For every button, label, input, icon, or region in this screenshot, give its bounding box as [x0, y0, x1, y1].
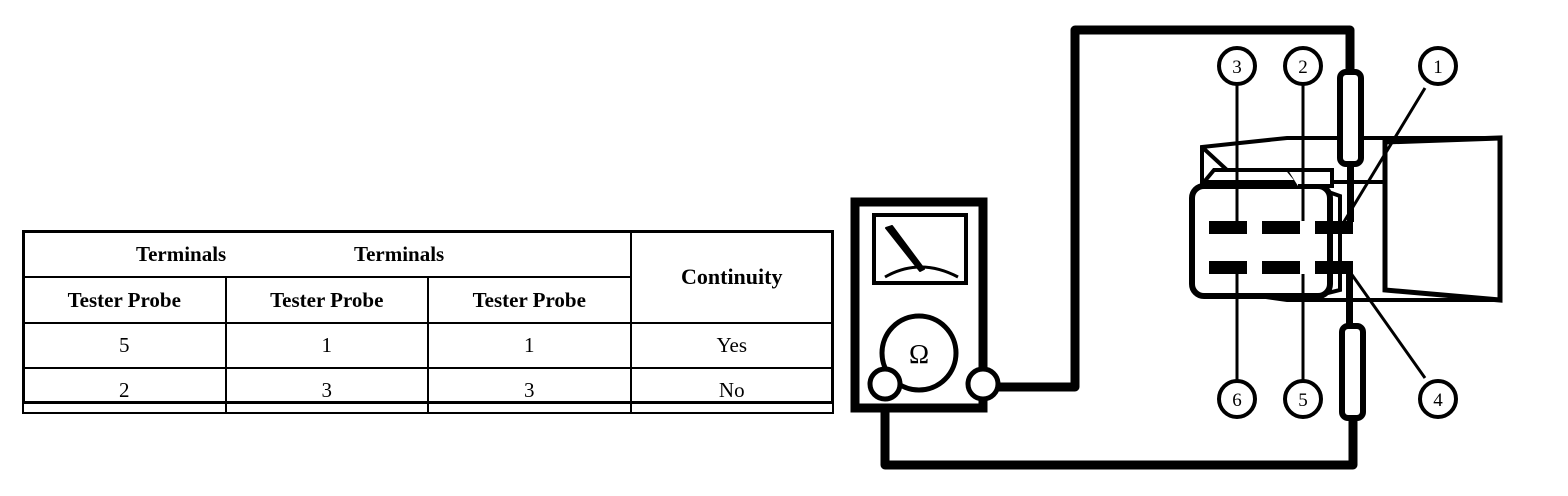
callout-4-circle[interactable] [1418, 379, 1458, 419]
lower-probe-handle [1339, 323, 1366, 421]
table-subheader-row: Tester Probe Tester Probe Tester Probe [22, 276, 833, 324]
row-1-probe-c: 3 [427, 367, 632, 414]
leader-line-4 [1348, 271, 1427, 379]
row-0-continuity: Yes [629, 322, 834, 369]
upper-test-probe [1337, 69, 1364, 222]
terminal-slot-2 [1262, 221, 1300, 234]
terminal-slot-4 [1315, 261, 1353, 274]
callout-5-label: 5 [1298, 390, 1308, 411]
terminals-group-label-1: Terminals [136, 242, 227, 266]
omega-symbol: Ω [909, 339, 929, 369]
callout-3-circle[interactable] [1217, 46, 1257, 86]
callout-2[interactable]: 2 [1283, 46, 1323, 86]
callout-2-circle[interactable] [1283, 46, 1323, 86]
terminal-slot-1 [1315, 221, 1353, 234]
upper-probe-needle [1347, 164, 1354, 222]
continuity-table: Terminals Terminals Continuity Tester Pr… [22, 230, 834, 414]
analog-multimeter: Ω [850, 197, 1001, 413]
callout-3[interactable]: 3 [1217, 46, 1257, 86]
connector-tab-wing [1288, 168, 1334, 188]
callout-2-label: 2 [1298, 57, 1308, 78]
callout-6-label: 6 [1232, 390, 1242, 411]
callout-3-label: 3 [1232, 57, 1242, 78]
terminals-group-label-2: Terminals [354, 242, 445, 266]
row-1-probe-b: 3 [224, 367, 429, 414]
callout-1-label: 1 [1433, 57, 1443, 78]
row-0-probe-b: 1 [224, 322, 429, 369]
callout-6-circle[interactable] [1217, 379, 1257, 419]
continuity-header-cell: Continuity [629, 230, 834, 324]
row-0-probe-c: 1 [427, 322, 632, 369]
row-1-probe-a: 2 [22, 367, 227, 414]
column-header-probe-a: Tester Probe [22, 276, 227, 324]
terminal-slot-3 [1209, 221, 1247, 234]
ohm-dial[interactable] [879, 313, 959, 393]
connector-side-face [1382, 135, 1503, 303]
negative-jack[interactable] [867, 366, 903, 402]
row-1-continuity: No [629, 367, 834, 414]
callout-1[interactable]: 1 [1418, 46, 1458, 86]
table-row: 2 3 3 No [22, 367, 834, 414]
column-header-probe-c: Tester Probe [427, 276, 632, 324]
terminal-slot-5 [1262, 261, 1300, 274]
meter-needle [885, 225, 925, 272]
row-0-probe-a: 5 [22, 322, 227, 369]
terminal-slot-6 [1209, 261, 1247, 274]
lower-test-lead-wire [880, 385, 1358, 470]
callout-4-label: 4 [1433, 390, 1443, 411]
column-header-probe-b: Tester Probe [224, 276, 429, 324]
terminals-group-header-cell: Terminals Terminals [22, 230, 632, 278]
callout-1-circle[interactable] [1418, 46, 1458, 86]
upper-probe-handle [1337, 69, 1364, 167]
continuity-table-element: Terminals Terminals Continuity Tester Pr… [22, 230, 834, 414]
callout-6[interactable]: 6 [1217, 379, 1257, 419]
connector-faceplate [1189, 183, 1333, 299]
table-row: 5 1 1 Yes [22, 322, 834, 369]
callout-5[interactable]: 5 [1283, 379, 1323, 419]
connector-locking-tab [1199, 168, 1303, 184]
lower-probe-needle [1346, 272, 1353, 326]
table-header-group-row: Terminals Terminals Continuity [22, 230, 834, 324]
positive-jack[interactable] [965, 366, 1001, 402]
upper-test-lead-wire [978, 25, 1355, 392]
continuity-test-diagram: Ω [840, 0, 1568, 496]
leader-line-1 [1340, 87, 1427, 226]
callout-5-circle[interactable] [1283, 379, 1323, 419]
lower-test-probe [1339, 272, 1366, 421]
callout-4[interactable]: 4 [1418, 379, 1458, 419]
